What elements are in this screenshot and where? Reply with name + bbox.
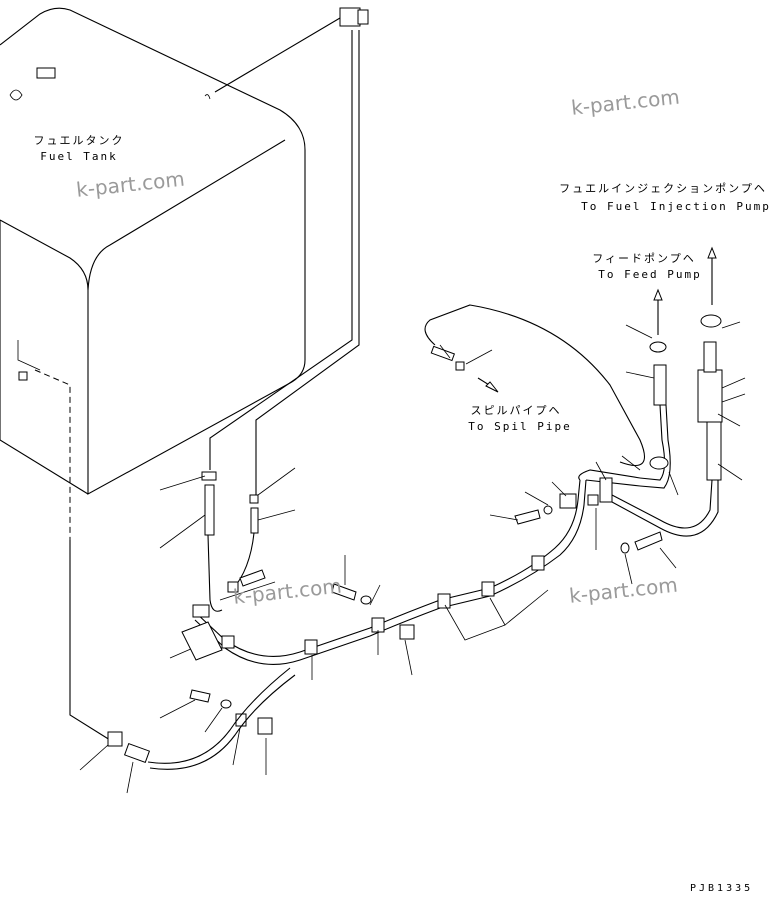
leader-lines — [79, 321, 746, 794]
spill-pipe-label-en: To Spil Pipe — [468, 420, 572, 433]
fuel-tank-label-jp: フュエルタンク — [33, 134, 125, 147]
drain-line — [69, 540, 111, 741]
injection-pump-label-en: To Fuel Injection Pump — [581, 200, 771, 213]
drawing-code: PJB1335 — [690, 883, 754, 894]
feed-pump-branch — [639, 288, 671, 489]
bolts — [189, 505, 663, 709]
tank-supply-pipe — [204, 7, 369, 495]
drain-hose — [107, 667, 296, 770]
clip-plate — [181, 621, 223, 661]
drain-line-hidden — [34, 369, 71, 540]
feed-pump-label-jp: フィードポンプヘ — [592, 252, 696, 265]
spill-pipe-label-jp: スピルパイプヘ — [470, 404, 562, 417]
spill-pipe-branch — [424, 304, 645, 467]
feed-pump-label-en: To Feed Pump — [598, 268, 702, 281]
fuel-tank — [0, 7, 306, 495]
injection-pump-label-jp: フュエルインジェクションポンプヘ — [559, 182, 767, 195]
injection-pump-branch — [611, 246, 723, 537]
tank-hoses — [201, 471, 259, 612]
fuel-tank-label-en: Fuel Tank — [40, 150, 118, 163]
line-clips — [192, 477, 613, 735]
